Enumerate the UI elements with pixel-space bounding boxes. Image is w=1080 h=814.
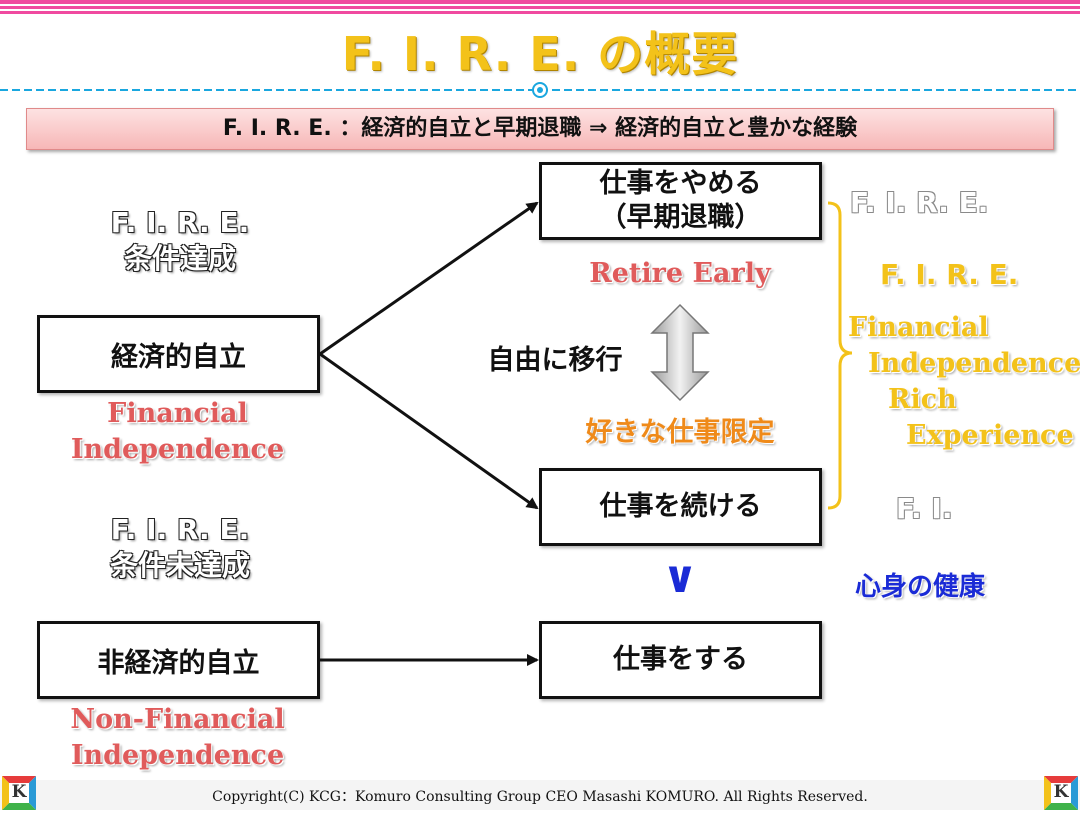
- k-logo-left-letter: K: [11, 782, 27, 802]
- work-box: 仕事をする: [539, 621, 822, 699]
- financial-independence-line-2: Independence: [70, 434, 285, 465]
- top-stripe-decoration: [0, 0, 1080, 14]
- fi-label: F. I.: [896, 492, 953, 525]
- fire-line-experience: Experience: [906, 420, 1074, 451]
- arrow-to-quit: [319, 201, 539, 356]
- unachieved-heading-line-1: F. I. R. E.: [110, 513, 250, 546]
- achieved-heading-line-1: F. I. R. E.: [110, 206, 250, 239]
- comparison-symbol: ∨: [662, 552, 698, 603]
- financial-independence-label: Financial Independence: [40, 396, 315, 468]
- page-title: F. I. R. E. の概要: [341, 27, 739, 81]
- quit-job-line-1: 仕事をやめる: [599, 168, 762, 199]
- k-logo-right-letter: K: [1053, 782, 1069, 802]
- k-logo-right: K: [1044, 776, 1078, 810]
- health-label: 心身の健康: [855, 572, 986, 602]
- fire-old-label: F. I. R. E.: [850, 186, 989, 219]
- non-financial-independence-line-2: Independence: [70, 740, 285, 771]
- copyright-text: Copyright(C) KCG：Komuro Consulting Group…: [212, 789, 868, 805]
- achieved-heading-line-2: 条件達成: [123, 242, 236, 275]
- double-arrow-icon: [650, 303, 710, 402]
- title-divider: [0, 82, 1080, 98]
- retire-early-label: Retire Early: [589, 258, 771, 289]
- transition-label: 自由に移行: [487, 345, 623, 376]
- fire-bracket: [827, 201, 853, 510]
- unachieved-heading-line-2: 条件未達成: [109, 549, 250, 582]
- fire-line-rich: Rich: [888, 384, 957, 415]
- fire-new-label: F. I. R. E.: [880, 258, 1019, 291]
- non-financial-independence-label: Non-Financial Independence: [40, 702, 315, 774]
- financial-independence-box: 経済的自立: [37, 315, 320, 393]
- quit-job-box: 仕事をやめる （早期退職）: [539, 162, 822, 240]
- footer-bar: [0, 780, 1080, 810]
- fire-line-independence: Independence: [868, 348, 1080, 379]
- favorite-work-label: 好きな仕事限定: [585, 417, 775, 448]
- non-financial-independence-box: 非経済的自立: [37, 621, 320, 699]
- continue-job-box: 仕事を続ける: [539, 468, 822, 546]
- financial-independence-line-1: Financial: [107, 398, 248, 429]
- fire-line-financial: Financial: [848, 312, 989, 343]
- quit-job-line-2: （早期退職）: [599, 202, 762, 233]
- achieved-heading: F. I. R. E. 条件達成: [60, 205, 300, 277]
- summary-banner: F. I. R. E. ：経済的自立と早期退職 ⇒ 経済的自立と豊かな経験: [26, 108, 1054, 150]
- k-logo-left: K: [2, 776, 36, 810]
- arrow-to-continue: [319, 352, 539, 510]
- non-financial-independence-line-1: Non-Financial: [70, 704, 285, 735]
- unachieved-heading: F. I. R. E. 条件未達成: [60, 512, 300, 584]
